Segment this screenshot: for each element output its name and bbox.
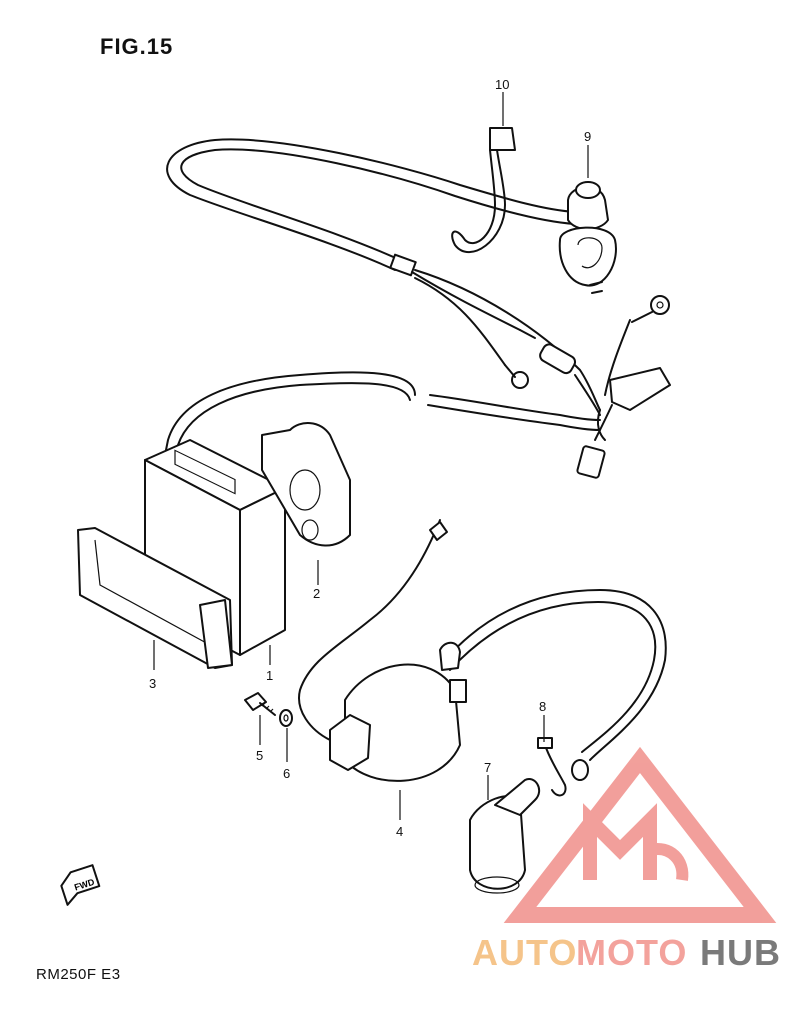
callout-7: 7 xyxy=(484,760,491,775)
harness-connectors xyxy=(539,295,671,479)
model-code: RM250F E3 xyxy=(36,966,121,983)
fwd-arrow: FWD xyxy=(60,864,101,906)
callout-8: 8 xyxy=(539,699,546,714)
callout-10: 10 xyxy=(495,77,509,92)
kill-switch xyxy=(558,181,617,294)
watermark-moto: MOTO xyxy=(576,932,687,973)
harness-strap xyxy=(451,127,516,254)
callout-3: 3 xyxy=(149,676,156,691)
callout-leaders xyxy=(153,92,589,820)
ignition-coil xyxy=(298,519,667,782)
callout-6: 6 xyxy=(283,766,290,781)
cdi-bracket xyxy=(261,422,351,547)
cdi-band xyxy=(77,527,233,669)
plug-cap-clip xyxy=(537,737,567,797)
watermark-hub: HUB xyxy=(700,932,781,973)
figure-title: FIG.15 xyxy=(100,34,174,59)
screw xyxy=(244,692,276,716)
washer xyxy=(279,709,293,727)
callout-labels: 1 2 3 4 5 6 7 8 9 10 xyxy=(149,77,591,839)
spark-plug-cap xyxy=(469,778,541,894)
callout-2: 2 xyxy=(313,586,320,601)
watermark-auto: AUTO xyxy=(472,932,577,973)
callout-9: 9 xyxy=(584,129,591,144)
callout-4: 4 xyxy=(396,824,403,839)
callout-1: 1 xyxy=(266,668,273,683)
watermark-text: AUTO MOTO HUB xyxy=(472,932,781,973)
cdi-wiring xyxy=(164,371,601,456)
watermark-logo xyxy=(503,746,777,923)
callout-5: 5 xyxy=(256,748,263,763)
kill-switch-harness xyxy=(166,138,601,411)
